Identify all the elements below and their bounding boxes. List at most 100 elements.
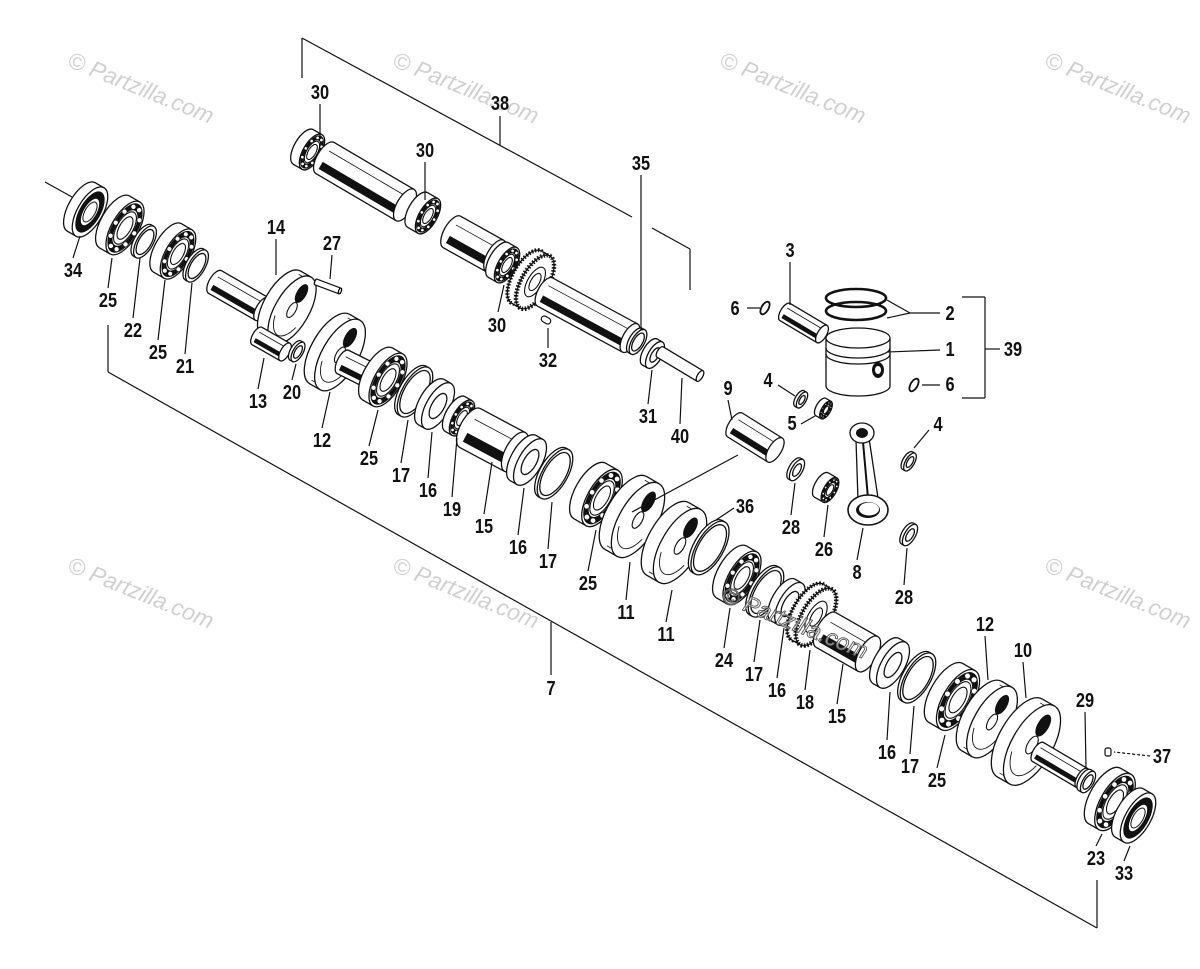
callout-22: 22 [124, 318, 142, 341]
watermark-text: © Partzilla.com [64, 552, 217, 634]
callout-30: 30 [311, 80, 329, 103]
leader-line [517, 487, 525, 536]
bearing-30-middle [404, 191, 442, 235]
callout-label: 28 [782, 515, 800, 538]
bearing-24 [711, 544, 762, 606]
callout-label: 17 [901, 754, 919, 777]
callout-label: 38 [491, 91, 509, 114]
leader-line [903, 547, 908, 586]
ring-29 [1076, 768, 1097, 794]
callout-10: 10 [1014, 638, 1032, 661]
callout-label: 2 [945, 301, 954, 324]
callout-12: 12 [976, 612, 994, 635]
watermark-text: © Partzilla.com [64, 47, 217, 129]
sleeve-15-b [812, 611, 882, 673]
callout-16: 16 [878, 740, 896, 763]
callout-8: 8 [852, 560, 861, 583]
callout-label: 25 [99, 288, 117, 311]
callout-28: 28 [782, 515, 800, 538]
spindle-40 [655, 346, 705, 382]
primary-shaft [312, 141, 418, 222]
seal-16-b [505, 434, 548, 486]
ring-17-c [745, 564, 785, 618]
ring-17-b [534, 446, 574, 500]
callout-label: 16 [509, 535, 527, 558]
key-37 [1104, 747, 1112, 757]
callout-21: 21 [176, 354, 194, 377]
leader-line [1123, 845, 1131, 862]
callout-19: 19 [443, 497, 461, 520]
callout-label: 25 [579, 571, 597, 594]
callout-34: 34 [64, 258, 83, 281]
assembly-bracket-lines [44, 37, 1098, 929]
crank-half-14 [256, 269, 317, 345]
callout-17: 17 [539, 549, 557, 572]
callout-label: 3 [785, 238, 794, 261]
piston-pin-3 [777, 302, 830, 344]
callout-12: 12 [313, 428, 331, 451]
watermark-text: © Partzilla.com [389, 47, 542, 129]
callout-label: 12 [976, 612, 994, 635]
leader-line [427, 431, 433, 479]
ring-21 [182, 247, 210, 283]
callout-23: 23 [1087, 846, 1105, 869]
callout-11: 11 [617, 600, 634, 623]
leader-line [547, 501, 553, 550]
callout-label: 21 [176, 354, 194, 377]
ring-22 [130, 223, 158, 259]
crank-pin-13 [250, 326, 292, 362]
leader-line [1022, 661, 1027, 699]
crank-web-12-right [955, 679, 1019, 759]
leader-line [483, 461, 493, 515]
output-shaft [534, 276, 641, 354]
callout-label: 29 [1076, 688, 1094, 711]
leader-line [804, 649, 811, 691]
callout-27: 27 [323, 231, 341, 254]
callout-7: 7 [546, 676, 555, 699]
leader-line [909, 705, 915, 755]
callout-label: 15 [475, 514, 493, 537]
callout-label: 25 [149, 340, 167, 363]
leader-line [132, 257, 141, 319]
leader-line [184, 282, 193, 355]
callout-3: 3 [785, 238, 794, 261]
callout-15: 15 [475, 514, 493, 537]
assembly-guide-line [44, 181, 73, 198]
callout-label: 9 [723, 376, 732, 399]
callout-label: 37 [1153, 744, 1171, 767]
callout-label: 39 [1004, 337, 1022, 360]
callout-15: 15 [828, 704, 846, 727]
callout-label: 5 [787, 411, 796, 434]
callout-16: 16 [768, 678, 786, 701]
leader-line [257, 357, 265, 390]
callout-6: 6 [945, 372, 954, 395]
callout-label: 23 [1087, 846, 1105, 869]
leader-line [776, 627, 785, 679]
callout-label: 25 [360, 446, 378, 469]
bearing-19 [441, 395, 476, 437]
callout-25: 25 [579, 571, 597, 594]
seal-16-a [413, 378, 456, 430]
assembly-guide-line [651, 227, 691, 250]
callout-13: 13 [249, 389, 267, 412]
bearing-30-left [290, 128, 326, 171]
callout-30: 30 [416, 138, 434, 161]
callout-4: 4 [933, 412, 943, 435]
bearing-25-d [568, 461, 623, 528]
callout-label: 17 [745, 662, 763, 685]
crank-pin-9 [725, 412, 785, 463]
callout-label: 18 [796, 690, 814, 713]
callout-38: 38 [491, 91, 509, 114]
leader-line [1095, 833, 1103, 847]
callout-label: 7 [546, 676, 555, 699]
gear-18 [785, 581, 839, 648]
callout-25: 25 [149, 340, 167, 363]
crank-web-11-b [640, 500, 708, 585]
leader-line [715, 507, 735, 521]
bearing-25-e [923, 661, 981, 732]
callout-label: 24 [715, 648, 734, 671]
callout-label: 36 [736, 494, 754, 517]
ring-36 [687, 519, 730, 576]
callout-28: 28 [895, 585, 913, 608]
callout-label: 16 [878, 740, 896, 763]
